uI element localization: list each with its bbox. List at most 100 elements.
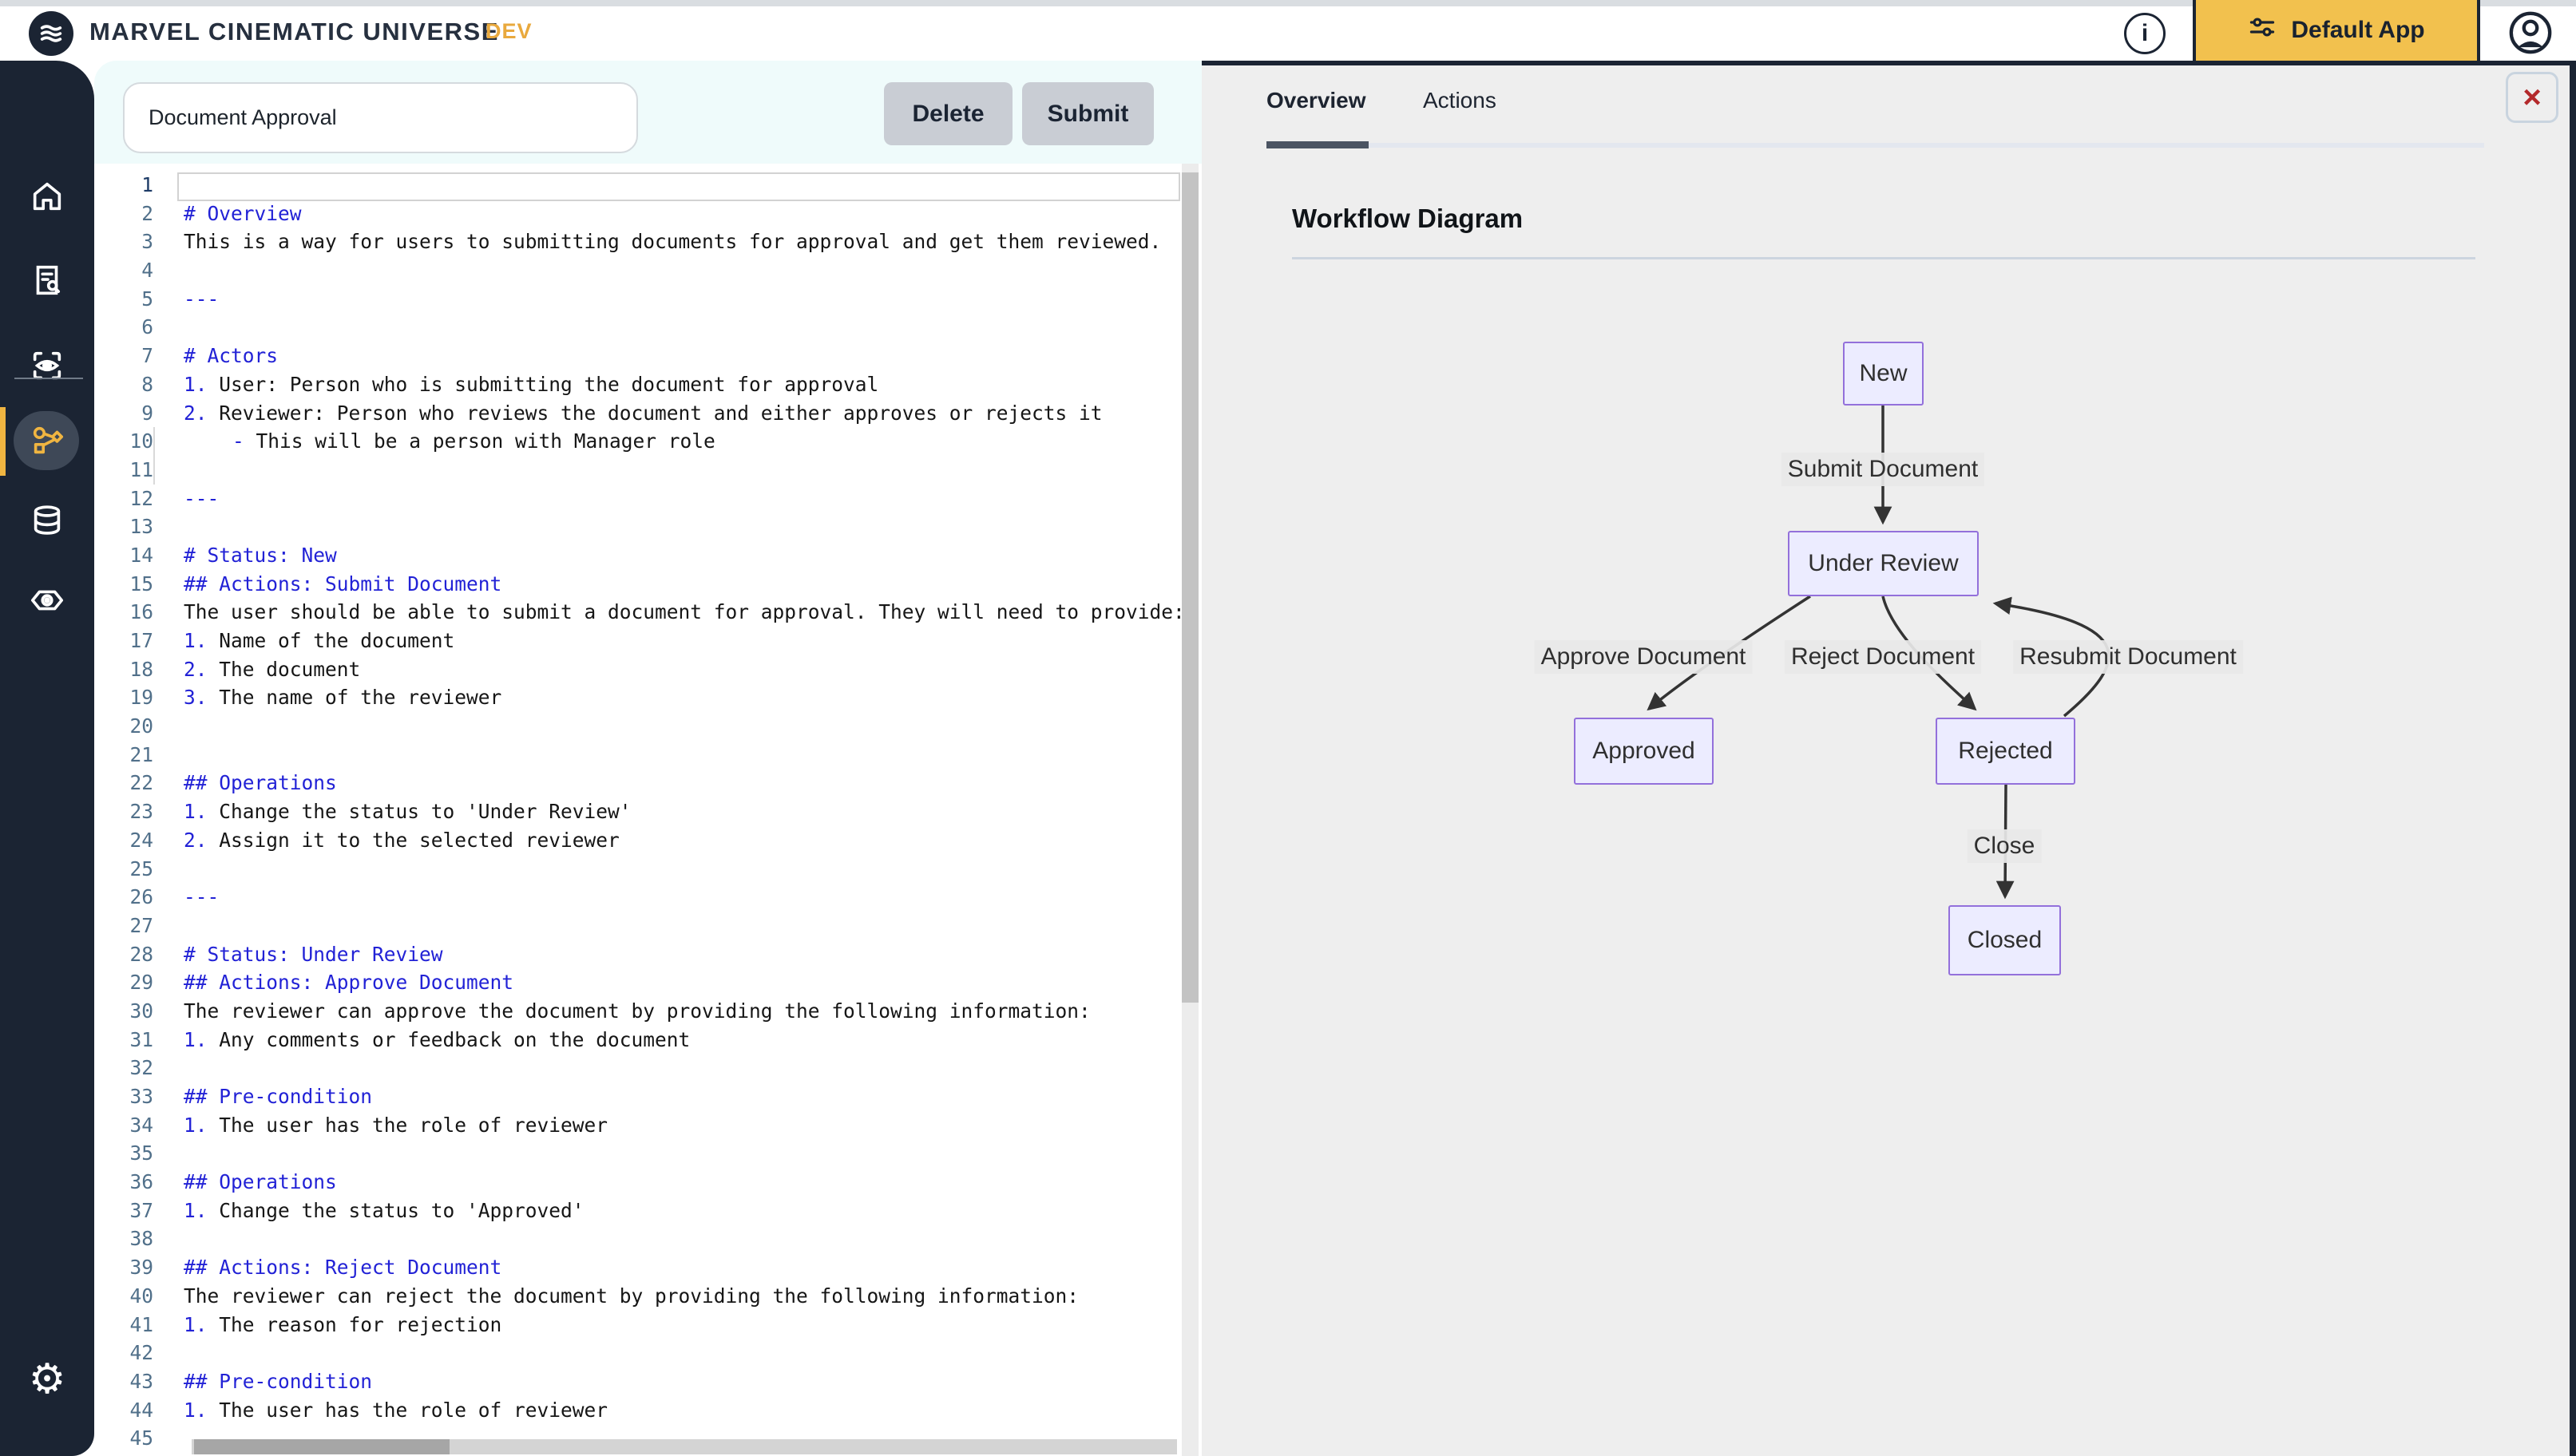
diagram-node-new[interactable]: New [1843, 342, 1924, 406]
editor-line[interactable]: 35 [94, 1139, 1180, 1168]
editor-line[interactable]: 22 ## Operations [94, 769, 1180, 797]
line-number: 22 [129, 771, 153, 795]
editor-line[interactable]: 13 [94, 512, 1180, 541]
sidebar-item-settings[interactable]: ⚙ [0, 1347, 94, 1411]
editor-line[interactable]: 25 [94, 855, 1180, 884]
line-content [153, 171, 184, 200]
editor-line[interactable]: 38 [94, 1225, 1180, 1253]
app-logo-icon[interactable] [29, 11, 73, 56]
editor-line[interactable]: 20 [94, 712, 1180, 741]
vertical-scrollbar-thumb[interactable] [1182, 172, 1199, 1003]
sidebar-item-file-search[interactable] [0, 248, 94, 312]
line-content: ## Operations [184, 771, 337, 795]
line-number: 33 [129, 1085, 153, 1108]
line-content: ## Pre-condition [184, 1085, 373, 1108]
sidebar-item-hexagon-eye[interactable] [0, 568, 94, 632]
delete-button[interactable]: Delete [884, 82, 1013, 145]
info-icon[interactable]: i [2124, 13, 2166, 54]
editor-line[interactable]: 33 ## Pre-condition [94, 1082, 1180, 1111]
edge-label: Close [1967, 829, 2042, 863]
editor-line[interactable]: 5--- [94, 285, 1180, 314]
horizontal-scrollbar[interactable] [192, 1439, 1177, 1454]
editor-line[interactable]: 2# Overview [94, 200, 1180, 228]
line-number: 14 [129, 543, 153, 567]
editor-line[interactable]: 21 [94, 741, 1180, 770]
editor-line[interactable]: 26--- [94, 883, 1180, 912]
line-number: 34 [129, 1113, 153, 1137]
horizontal-scrollbar-thumb[interactable] [194, 1439, 450, 1454]
editor-line[interactable]: 27 [94, 912, 1180, 940]
line-content: 2. The document [184, 657, 361, 681]
editor-line[interactable]: 36## Operations [94, 1168, 1180, 1197]
account-icon[interactable] [2507, 10, 2554, 56]
editor-line[interactable]: 45 [94, 1424, 1180, 1453]
editor-line[interactable]: 15## Actions: Submit Document [94, 570, 1180, 599]
editor-line[interactable]: 28# Status: Under Review [94, 940, 1180, 969]
diagram-node-approved[interactable]: Approved [1574, 718, 1714, 785]
editor-line[interactable]: 10 - This will be a person with Manager … [94, 427, 1180, 456]
editor-line[interactable]: 6 [94, 313, 1180, 342]
active-tab-underline [1266, 141, 1369, 148]
line-number: 15 [129, 572, 153, 595]
line-number: 20 [129, 714, 153, 738]
editor-line[interactable]: 4 [94, 256, 1180, 285]
editor-line[interactable]: 42 [94, 1339, 1180, 1367]
line-content: ## Actions: Reject Document [184, 1256, 502, 1280]
sidebar-item-workflow[interactable] [0, 409, 94, 473]
line-content: This is a way for users to submitting do… [184, 230, 1162, 254]
workflow-name-input[interactable] [123, 82, 638, 153]
editor-line[interactable]: 43## Pre-condition [94, 1367, 1180, 1396]
vertical-scrollbar[interactable] [1182, 164, 1199, 1456]
line-number: 28 [129, 942, 153, 966]
line-number: 24 [129, 828, 153, 852]
editor-line[interactable]: 39## Actions: Reject Document [94, 1253, 1180, 1282]
line-content: --- [184, 885, 220, 909]
line-content [153, 313, 184, 342]
editor-line[interactable]: 29## Actions: Approve Document [94, 968, 1180, 997]
sidebar-item-database[interactable] [0, 489, 94, 552]
sidebar-item-home[interactable] [0, 164, 94, 228]
tab-actions[interactable]: Actions [1423, 88, 1496, 113]
submit-button[interactable]: Submit [1022, 82, 1154, 145]
sidebar-item-scan-eye[interactable] [0, 334, 94, 398]
line-content [153, 712, 184, 741]
editor-line[interactable]: 32 [94, 1054, 1180, 1082]
file-search-icon [36, 265, 61, 295]
diagram-node-rejected[interactable]: Rejected [1936, 718, 2075, 785]
line-number: 12 [129, 486, 153, 510]
diagram-node-closed[interactable]: Closed [1948, 905, 2061, 975]
line-content: The reviewer can reject the document by … [184, 1284, 1080, 1308]
database-icon [34, 505, 61, 535]
editor-line[interactable]: 7# Actors [94, 342, 1180, 370]
tabs-divider [1266, 143, 2484, 148]
editor-line[interactable]: 11 [94, 455, 1180, 485]
edge-label: Approve Document [1534, 640, 1753, 674]
editor-line[interactable]: 12--- [94, 485, 1180, 513]
scan-eye-icon [33, 351, 61, 380]
editor-line[interactable]: 1 [94, 171, 1180, 200]
editor-line[interactable]: 14# Status: New [94, 541, 1180, 570]
line-number: 23 [129, 800, 153, 824]
diagram-node-under-review[interactable]: Under Review [1788, 531, 1979, 596]
default-app-button[interactable]: Default App [2193, 0, 2480, 61]
close-panel-button[interactable]: × [2506, 72, 2558, 123]
tab-overview[interactable]: Overview [1266, 88, 1366, 113]
